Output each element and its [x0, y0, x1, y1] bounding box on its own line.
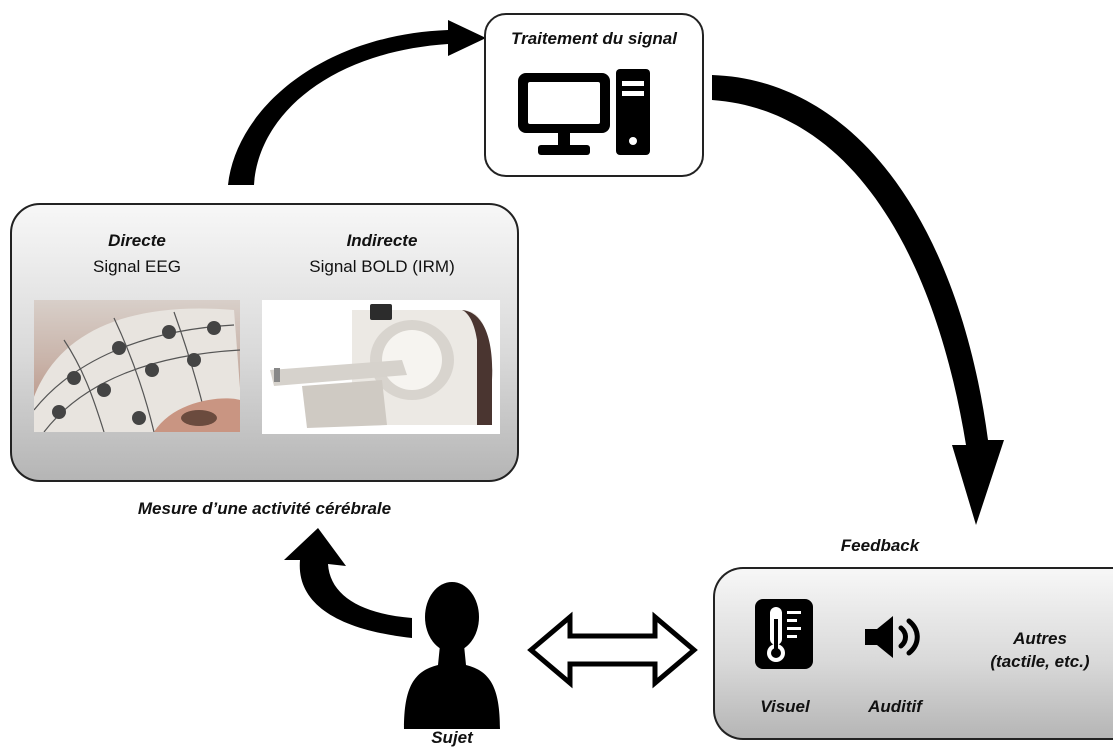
eeg-cap-photo — [34, 300, 240, 432]
others-line1: Autres — [1013, 629, 1067, 648]
direct-heading: Directe — [108, 231, 166, 250]
arrow-processing-to-feedback — [712, 75, 1004, 525]
measurement-caption: Mesure d’une activité cérébrale — [137, 499, 392, 518]
arrow-measure-to-processing — [228, 20, 486, 185]
double-arrow-subject-feedback — [527, 611, 698, 689]
auditory-label: Auditif — [868, 697, 922, 716]
speaker-icon — [865, 616, 920, 658]
indirect-label: Signal BOLD (IRM) — [309, 257, 455, 276]
measurement-box: Directe Signal EEG Indirecte Signal BOLD… — [10, 203, 519, 482]
direct-label: Signal EEG — [93, 257, 181, 276]
subject-label: Sujet — [431, 728, 473, 747]
mri-scanner-photo — [262, 300, 500, 434]
processing-box: Traitement du signal — [484, 13, 704, 177]
indirect-heading: Indirecte — [346, 231, 418, 250]
person-silhouette-icon — [404, 582, 500, 729]
desktop-computer-icon — [518, 69, 650, 155]
visual-label: Visuel — [760, 697, 810, 716]
processing-title: Traitement du signal — [511, 29, 677, 48]
thermometer-icon — [755, 599, 813, 669]
others-line2: (tactile, etc.) — [990, 652, 1090, 671]
feedback-box: Autres (tactile, etc.) Visuel Auditif — [713, 567, 1113, 740]
arrow-subject-to-measure — [284, 528, 412, 638]
feedback-title: Feedback — [840, 536, 920, 555]
